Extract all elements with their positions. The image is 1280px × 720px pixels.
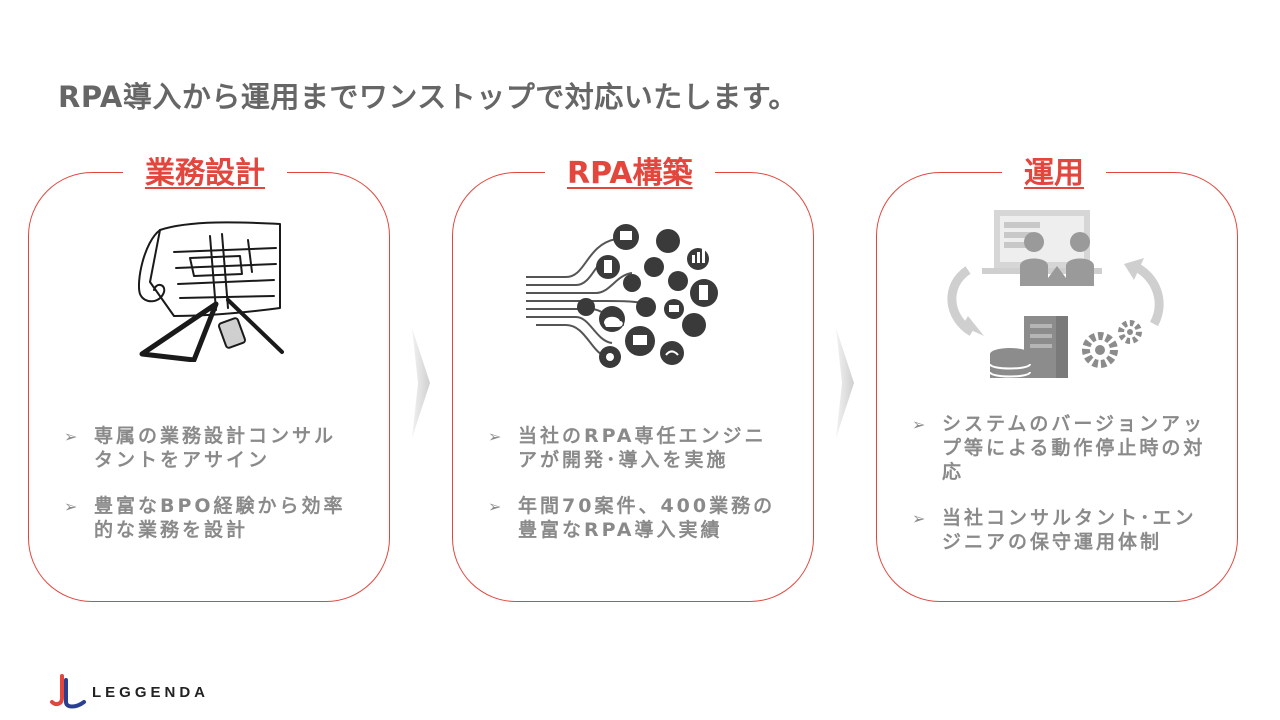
operations-support-icon (947, 210, 1164, 378)
list-item: ➢ 専属の業務設計コンサルタントをアサイン (64, 424, 356, 472)
bullet-text: 専属の業務設計コンサルタントをアサイン (94, 425, 337, 471)
bullet-text: 当社コンサルタント･エンジニアの保守運用体制 (942, 507, 1197, 553)
business-design-heading: 業務設計 (123, 152, 287, 196)
list-item: ➢ システムのバージョンアップ等による動作停止時の対応 (912, 412, 1212, 484)
list-item: ➢ 豊富なBPO経験から効率的な業務を設計 (64, 494, 356, 542)
arrow-bullet-icon: ➢ (488, 497, 502, 516)
arrow-bullet-icon: ➢ (64, 497, 78, 516)
leggenda-logo-icon (50, 674, 86, 709)
network-technology-icon (526, 224, 718, 368)
blueprint-drafting-icon (138, 221, 284, 362)
company-logo-text: LEGGENDA (92, 684, 210, 701)
arrow-bullet-icon: ➢ (64, 427, 78, 446)
rpa-build-heading: RPA構築 (545, 152, 715, 196)
list-item: ➢ 当社のRPA専任エンジニアが開発･導入を実施 (488, 424, 780, 472)
operation-bullets: ➢ システムのバージョンアップ等による動作停止時の対応 ➢ 当社コンサルタント･… (912, 412, 1212, 576)
arrow-bullet-icon: ➢ (912, 415, 926, 434)
arrow-bullet-icon: ➢ (912, 509, 926, 528)
arrow-bullet-icon: ➢ (488, 427, 502, 446)
bullet-text: 豊富なBPO経験から効率的な業務を設計 (94, 495, 346, 541)
list-item: ➢ 当社コンサルタント･エンジニアの保守運用体制 (912, 506, 1212, 554)
page-title: RPA導入から運用までワンストップで対応いたします。 (58, 80, 798, 114)
rpa-build-bullets: ➢ 当社のRPA専任エンジニアが開発･導入を実施 ➢ 年間70案件、400業務の… (488, 424, 780, 564)
bullet-text: 年間70案件、400業務の豊富なRPA導入実績 (518, 495, 776, 541)
business-design-bullets: ➢ 専属の業務設計コンサルタントをアサイン ➢ 豊富なBPO経験から効率的な業務… (64, 424, 356, 564)
bullet-text: システムのバージョンアップ等による動作停止時の対応 (942, 413, 1206, 483)
list-item: ➢ 年間70案件、400業務の豊富なRPA導入実績 (488, 494, 780, 542)
chevron-right-icon (412, 328, 430, 438)
bullet-text: 当社のRPA専任エンジニアが開発･導入を実施 (518, 425, 767, 471)
chevron-right-icon (836, 328, 854, 438)
operation-heading: 運用 (1002, 152, 1106, 196)
